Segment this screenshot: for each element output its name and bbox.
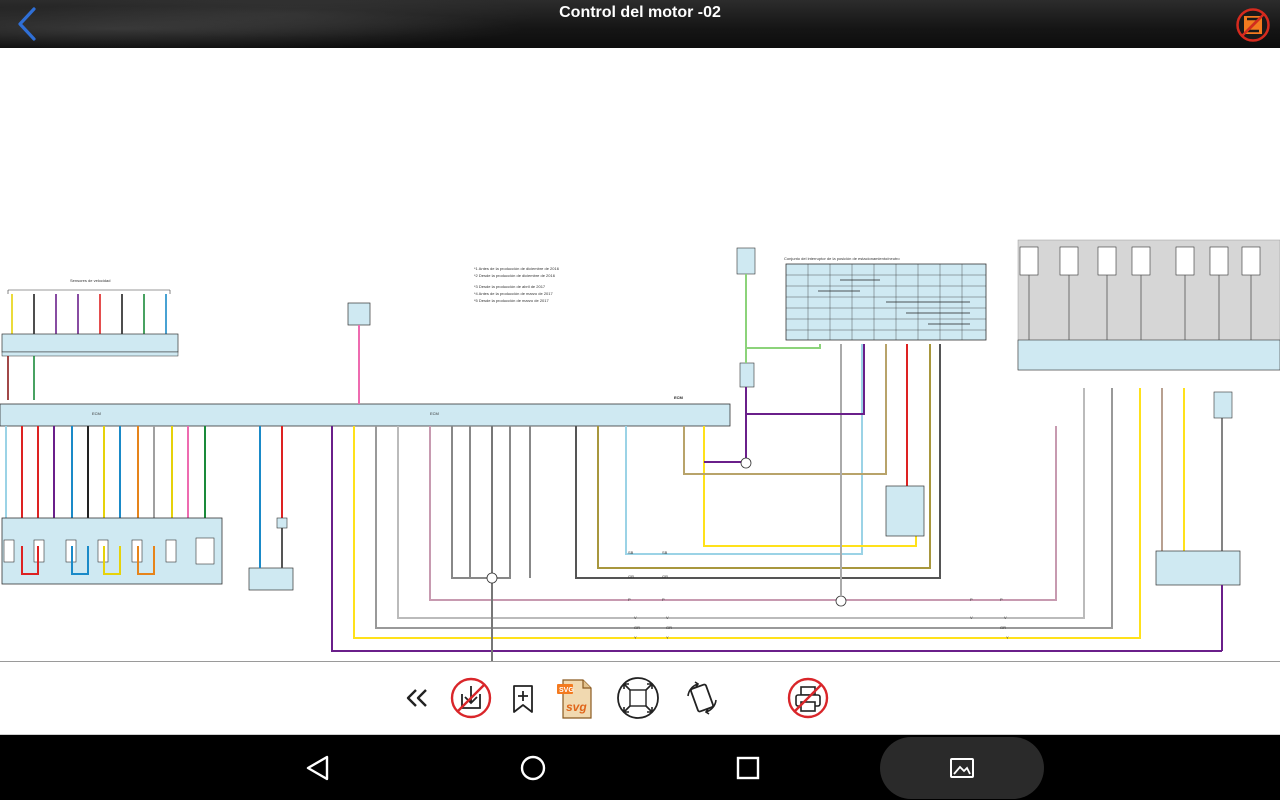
note-3: *3 Desde la producción de abril de 2017: [474, 284, 546, 289]
svg-text:ECM: ECM: [92, 411, 101, 416]
svg-text:ECM: ECM: [430, 411, 439, 416]
svg-text:Y: Y: [634, 635, 637, 640]
fit-screen-button[interactable]: [616, 676, 660, 720]
svg-text:ECM: ECM: [674, 395, 684, 400]
triangle-back-icon: [306, 755, 329, 781]
circle-home-icon: [520, 755, 546, 781]
svg-text:GR: GR: [662, 574, 668, 579]
svg-export-button[interactable]: SVG svg: [553, 676, 597, 720]
svg-text:SB: SB: [662, 550, 668, 555]
svg-text:V: V: [970, 615, 973, 620]
first-page-button[interactable]: [396, 676, 440, 720]
svg-text:V: V: [1004, 615, 1007, 620]
svg-text:SB: SB: [628, 550, 634, 555]
svg-text:GR: GR: [628, 574, 634, 579]
nav-screenshot-button[interactable]: [880, 737, 1044, 799]
svg-text:P: P: [970, 597, 973, 602]
download-disabled-button[interactable]: [449, 676, 493, 720]
wiring-diagram-canvas[interactable]: Sensores de velocidad ECM: [0, 48, 1280, 661]
note-4: *4 Antes de la producción de marzo de 20…: [474, 291, 553, 296]
neutral-switch-header: Conjunto del interruptor de la posición …: [784, 256, 900, 261]
nav-back-button[interactable]: [303, 753, 333, 783]
note-5: *5 Desde la producción de marzo de 2017: [474, 298, 549, 303]
double-chevron-left-icon: [406, 689, 427, 707]
note-2: *2 Desde la producción de diciembre de 2…: [474, 273, 556, 278]
svg-text:V: V: [666, 615, 669, 620]
svg-text:P: P: [628, 597, 631, 602]
svg-text:Y: Y: [1006, 635, 1009, 640]
svg-file-icon: SVG svg: [557, 679, 592, 719]
print-disabled-button[interactable]: [786, 676, 830, 720]
print-off-icon: [787, 677, 829, 719]
rotate-button[interactable]: [680, 676, 724, 720]
svg-text:Y: Y: [666, 635, 669, 640]
chevron-left-icon: [18, 7, 36, 41]
top-app-bar: Control del motor -02: [0, 0, 1280, 48]
ecm-box: [0, 403, 731, 427]
svg-text:SVG: SVG: [559, 687, 574, 694]
svg-text:P: P: [1000, 597, 1003, 602]
note-1: *1 Antes de la producción de diciembre d…: [474, 266, 560, 271]
page-title: Control del motor -02: [559, 4, 721, 21]
svg-text:GR: GR: [634, 625, 640, 630]
svg-text:svg: svg: [566, 700, 587, 714]
rotate-icon: [687, 681, 717, 715]
diagram-toolbar: SVG svg: [0, 661, 1280, 735]
app-logo-icon[interactable]: [1236, 8, 1270, 42]
bookmark-add-icon: [513, 685, 533, 713]
svg-text:P: P: [662, 597, 665, 602]
back-button[interactable]: [10, 6, 46, 42]
svg-text:V: V: [634, 615, 637, 620]
image-icon: [950, 758, 974, 778]
wiring-diagram: Sensores de velocidad ECM: [0, 239, 1280, 661]
download-off-icon: [450, 677, 492, 719]
add-bookmark-button[interactable]: [501, 676, 545, 720]
square-recents-icon: [736, 756, 760, 780]
svg-text:GR: GR: [1000, 625, 1006, 630]
fit-screen-icon: [617, 677, 659, 719]
speed-sensors-label: Sensores de velocidad: [70, 278, 110, 283]
nav-recents-button[interactable]: [733, 753, 763, 783]
nav-home-button[interactable]: [518, 753, 548, 783]
svg-text:GR: GR: [666, 625, 672, 630]
system-navigation-bar: [0, 735, 1280, 800]
header-background-art: [0, 0, 640, 48]
